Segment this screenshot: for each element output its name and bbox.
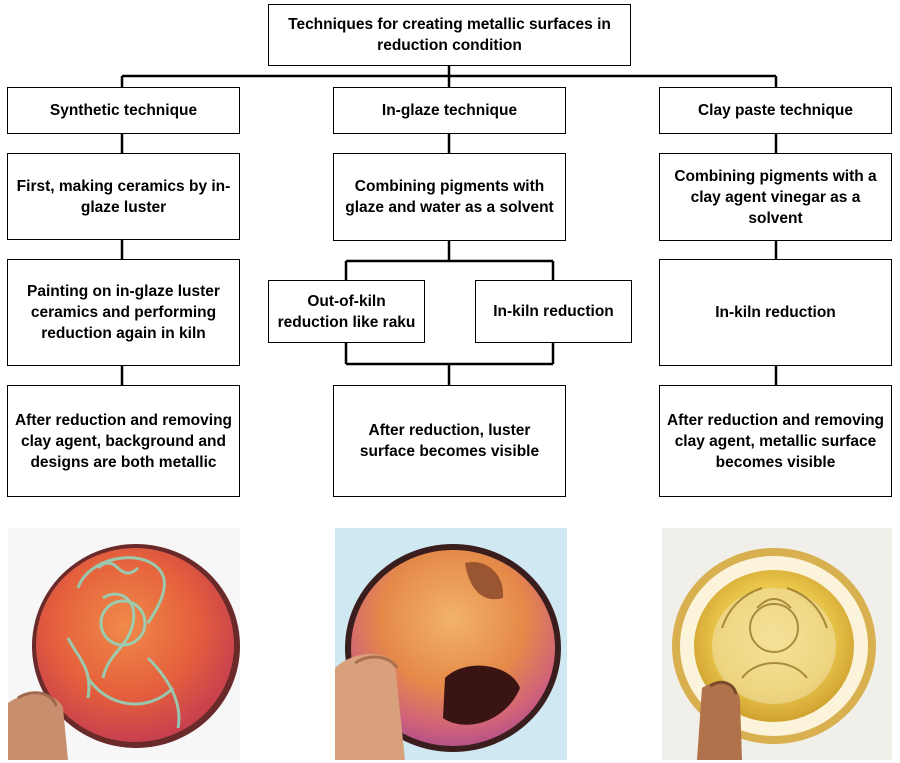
clay-paste-step-1: Combining pigments with a clay agent vin… — [659, 153, 892, 241]
synthetic-plate-photo — [8, 528, 240, 760]
column-header-synthetic: Synthetic technique — [7, 87, 240, 134]
in-glaze-branch-in-kiln: In-kiln reduction — [475, 280, 632, 343]
synthetic-step-3: After reduction and removing clay agent,… — [7, 385, 240, 497]
synthetic-step-2: Painting on in-glaze luster ceramics and… — [7, 259, 240, 366]
diagram-title: Techniques for creating metallic surface… — [268, 4, 631, 66]
column-header-clay-paste: Clay paste technique — [659, 87, 892, 134]
connector-lines — [120, 66, 778, 385]
in-glaze-step-1: Combining pigments with glaze and water … — [333, 153, 566, 241]
clay-paste-step-2: In-kiln reduction — [659, 259, 892, 366]
column-header-in-glaze: In-glaze technique — [333, 87, 566, 134]
clay-paste-step-3: After reduction and removing clay agent,… — [659, 385, 892, 497]
clay-paste-plate-photo — [662, 528, 892, 760]
synthetic-step-1: First, making ceramics by in-glaze luste… — [7, 153, 240, 240]
in-glaze-plate-photo — [335, 528, 567, 760]
in-glaze-branch-out-of-kiln: Out-of-kiln reduction like raku — [268, 280, 425, 343]
in-glaze-step-2: After reduction, luster surface becomes … — [333, 385, 566, 497]
